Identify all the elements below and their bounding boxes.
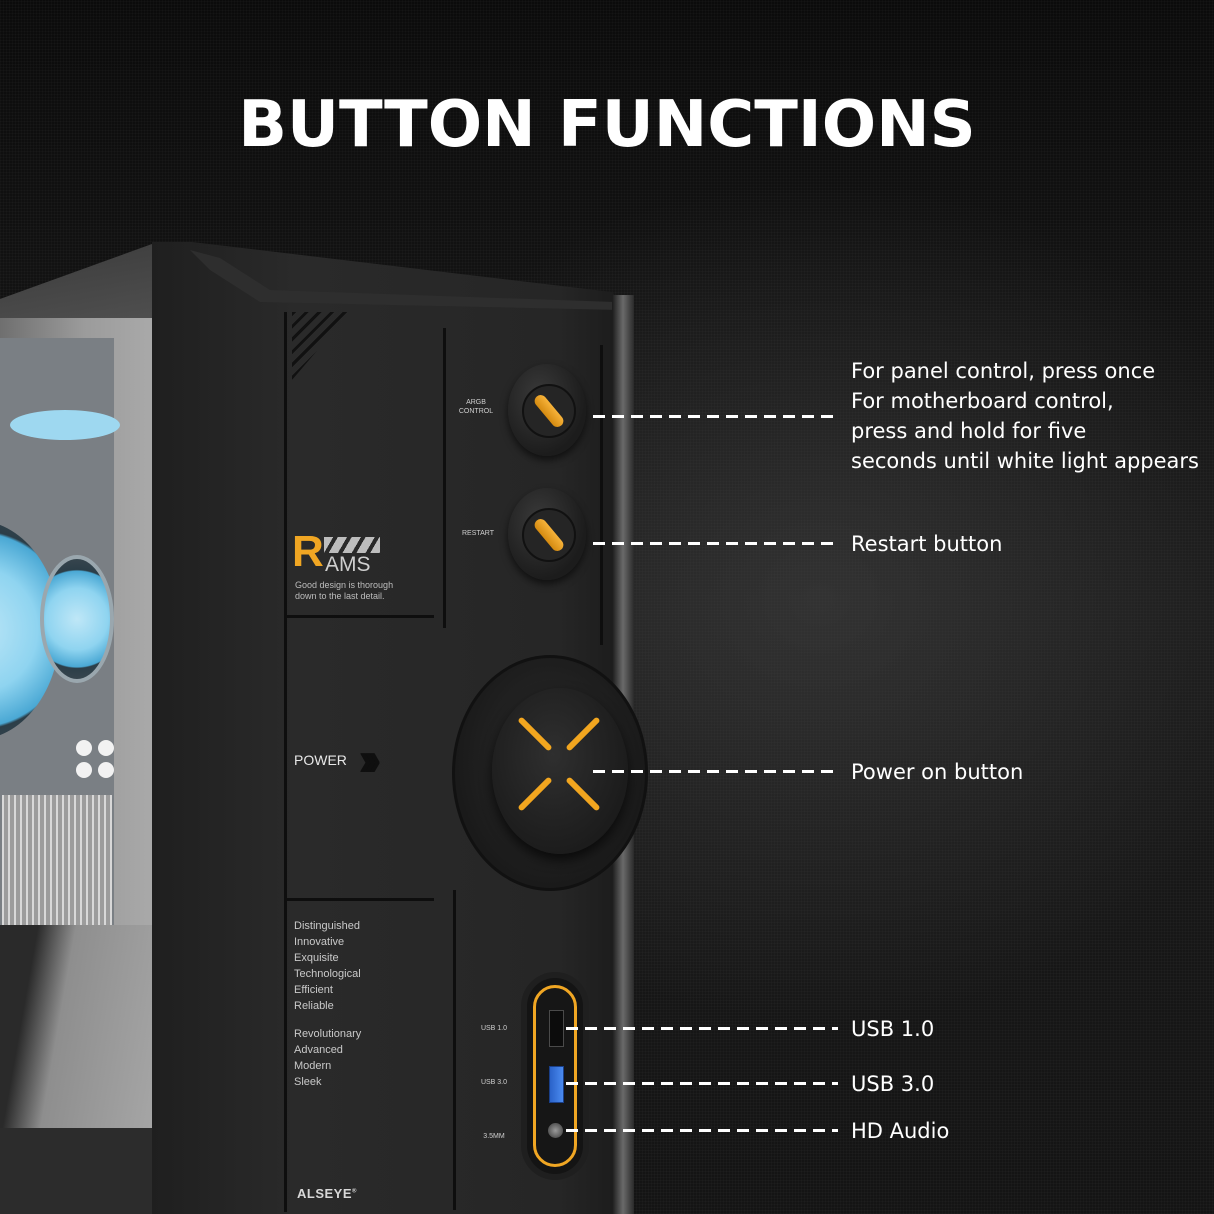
rams-logo: R AMS Good design is thorough down to th… bbox=[292, 530, 432, 610]
callout-audio: HD Audio bbox=[851, 1119, 950, 1143]
case-bottom bbox=[0, 1128, 152, 1214]
power-x-icon bbox=[517, 716, 553, 752]
leader-line-usb3 bbox=[566, 1082, 838, 1085]
panel-groove bbox=[600, 345, 603, 645]
restart-label: RESTART bbox=[461, 530, 495, 537]
usb1-port[interactable] bbox=[549, 1010, 564, 1047]
word: Innovative bbox=[294, 936, 345, 948]
audio-jack[interactable] bbox=[548, 1123, 563, 1138]
callout-usb1: USB 1.0 bbox=[851, 1017, 935, 1041]
callout-argb: For panel control, press once For mother… bbox=[851, 356, 1199, 476]
rams-stripes-icon bbox=[324, 537, 380, 553]
panel-groove bbox=[453, 890, 456, 1210]
rams-letter: R bbox=[292, 527, 324, 576]
heatsink bbox=[2, 795, 112, 925]
panel-groove bbox=[443, 328, 446, 628]
restart-knob-face bbox=[522, 508, 576, 562]
argb-knob-face bbox=[522, 384, 576, 438]
rgb-fan-top-icon bbox=[10, 410, 120, 440]
callout-line: press and hold for five bbox=[851, 419, 1087, 443]
callout-usb3: USB 3.0 bbox=[851, 1072, 935, 1096]
word: Technological bbox=[294, 968, 361, 980]
panel-groove bbox=[284, 312, 287, 1212]
panel-groove bbox=[284, 615, 434, 618]
registered-mark: ® bbox=[352, 1188, 357, 1195]
argb-control-button[interactable] bbox=[508, 364, 586, 456]
word: Sleek bbox=[294, 1076, 322, 1088]
leader-line-power bbox=[593, 770, 838, 773]
callout-line: seconds until white light appears bbox=[851, 449, 1199, 473]
page-title: BUTTON FUNCTIONS bbox=[238, 88, 976, 162]
restart-indicator-icon bbox=[532, 516, 566, 554]
usb3-port[interactable] bbox=[549, 1066, 564, 1103]
audio-label: 3.5MM bbox=[483, 1133, 505, 1140]
leader-line-restart bbox=[593, 542, 838, 545]
argb-label: ARGB CONTROL bbox=[458, 399, 494, 415]
usb3-label: USB 3.0 bbox=[480, 1079, 508, 1086]
power-x-icon bbox=[565, 776, 601, 812]
screw-holes bbox=[76, 740, 116, 780]
leader-line-audio bbox=[566, 1129, 838, 1132]
leader-line-argb bbox=[593, 415, 838, 418]
leader-line-usb1 bbox=[566, 1027, 838, 1030]
word: Exquisite bbox=[294, 952, 339, 964]
power-label: POWER bbox=[294, 752, 347, 768]
word: Revolutionary bbox=[294, 1028, 362, 1040]
callout-line: For motherboard control, bbox=[851, 389, 1114, 413]
power-x-icon bbox=[565, 716, 601, 752]
restart-button[interactable] bbox=[508, 488, 586, 580]
usb1-label: USB 1.0 bbox=[480, 1025, 508, 1032]
feature-word-list: Distinguished Innovative Exquisite Techn… bbox=[294, 918, 361, 1090]
word: Distinguished bbox=[294, 920, 361, 932]
callout-line: For panel control, press once bbox=[851, 359, 1156, 383]
power-x-icon bbox=[517, 776, 553, 812]
rams-tagline: Good design is thorough down to the last… bbox=[295, 580, 394, 601]
word: Modern bbox=[294, 1060, 332, 1072]
word: Reliable bbox=[294, 1000, 334, 1012]
brand-name: ALSEYE bbox=[297, 1186, 353, 1201]
word: Efficient bbox=[294, 984, 333, 996]
word: Advanced bbox=[294, 1044, 343, 1056]
rgb-fan-small-icon bbox=[40, 555, 114, 683]
argb-indicator-icon bbox=[532, 392, 566, 430]
brand-logo: ALSEYE® bbox=[297, 1186, 357, 1201]
rams-text: AMS bbox=[325, 553, 371, 576]
panel-groove bbox=[284, 898, 434, 901]
glass-reflection bbox=[0, 925, 152, 1145]
callout-power: Power on button bbox=[851, 760, 1024, 784]
callout-restart: Restart button bbox=[851, 532, 1003, 556]
